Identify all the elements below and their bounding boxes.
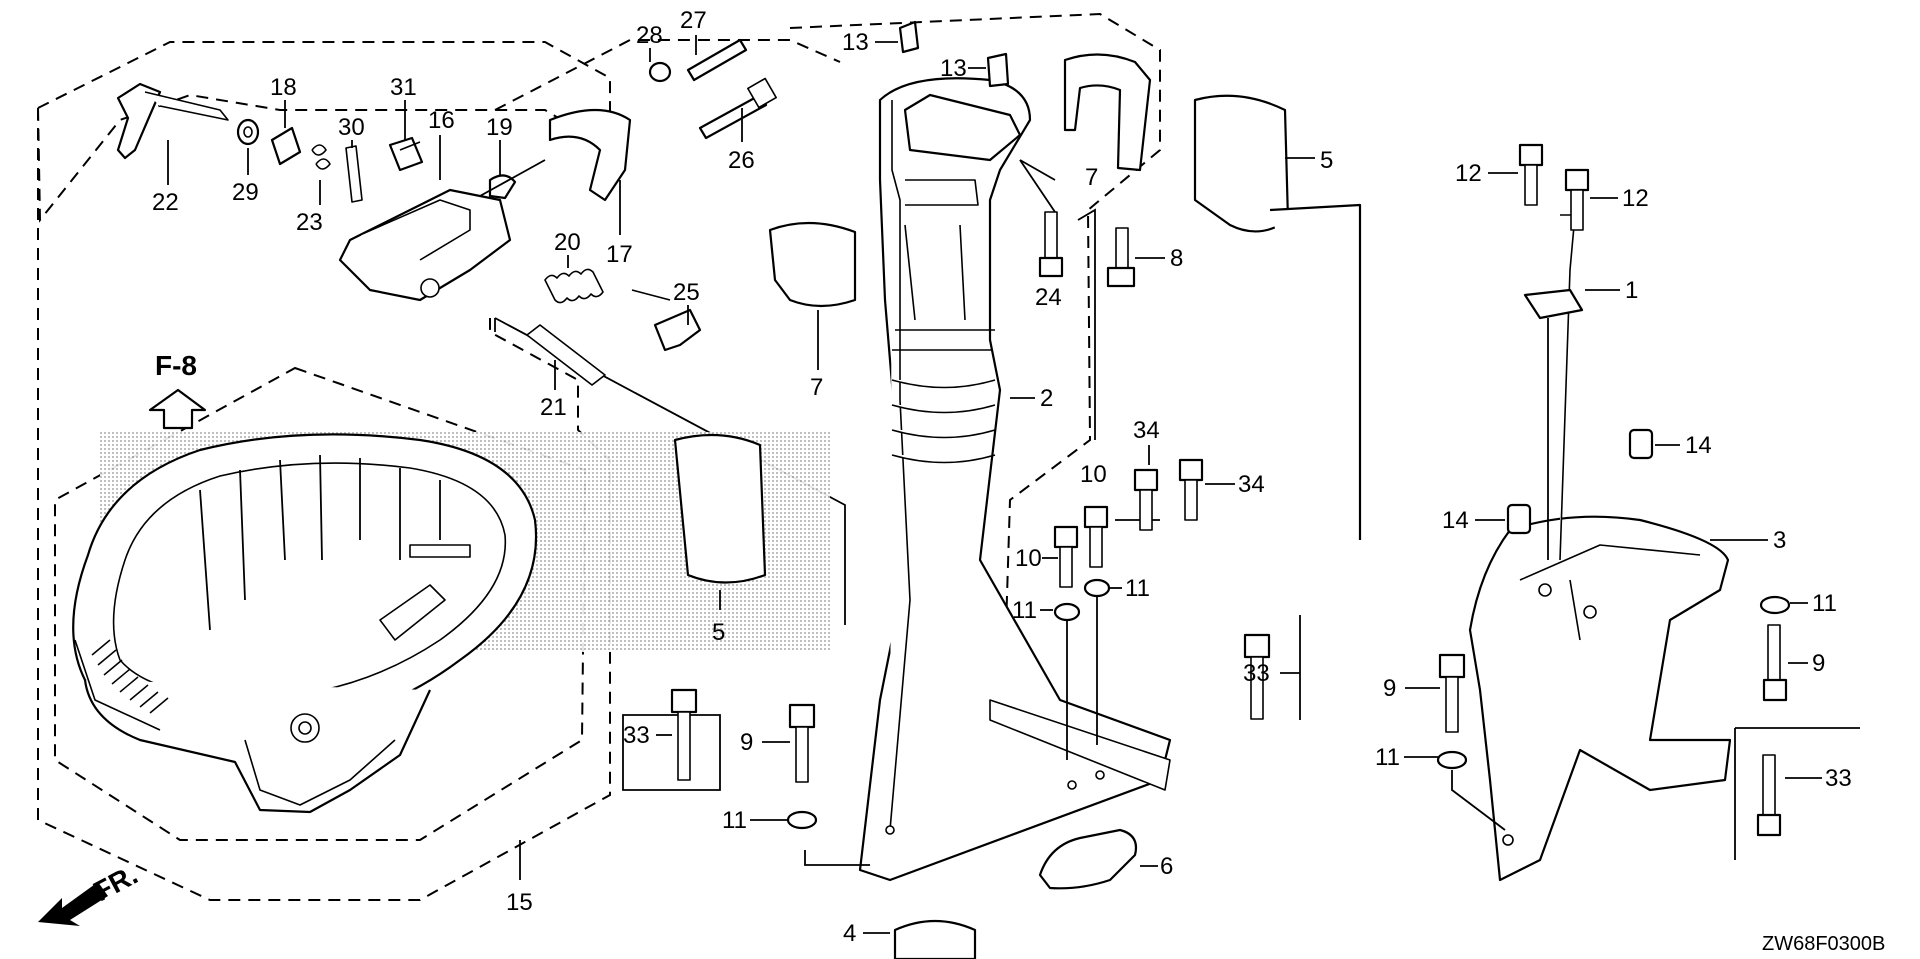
part-4 — [893, 919, 977, 959]
callout-18: 18 — [270, 74, 297, 101]
bolts-10-washers-11 — [1053, 505, 1111, 760]
callout-19: 19 — [486, 114, 513, 141]
section-reference[interactable]: F-8 — [148, 350, 207, 430]
callout-33b: 33 — [1243, 660, 1270, 687]
callout-10b: 10 — [1015, 545, 1042, 572]
callout-14b: 14 — [1442, 507, 1469, 534]
bolt-24 — [1019, 159, 1064, 278]
mount-frame — [1269, 203, 1732, 882]
callout-labels: 1 2 3 4 5 5 6 7 7 8 9 9 9 10 10 11 11 11… — [152, 7, 1885, 955]
callout-11b: 11 — [1012, 597, 1037, 624]
callout-2: 2 — [1040, 385, 1053, 412]
callout-11d: 11 — [1375, 744, 1400, 771]
callout-9b: 9 — [1383, 675, 1396, 702]
callout-21: 21 — [540, 394, 567, 421]
diagram-code: ZW68F0300B — [1762, 933, 1885, 955]
callout-3: 3 — [1773, 527, 1786, 554]
callout-10a: 10 — [1080, 461, 1107, 488]
callout-12b: 12 — [1622, 185, 1649, 212]
callout-13b: 13 — [940, 55, 967, 82]
callout-30: 30 — [338, 114, 365, 141]
section-ref-label[interactable]: F-8 — [155, 350, 197, 381]
direction-arrow-icon — [38, 882, 108, 926]
callout-20: 20 — [554, 229, 581, 256]
callout-22: 22 — [152, 189, 179, 216]
shift-linkage-parts — [116, 38, 777, 386]
undercase-region — [37, 108, 846, 901]
callout-7a: 7 — [1085, 164, 1098, 191]
callout-26: 26 — [728, 147, 755, 174]
callout-33c: 33 — [1825, 765, 1852, 792]
callout-34a: 34 — [1133, 417, 1160, 444]
callout-5b: 5 — [712, 619, 725, 646]
callout-16: 16 — [428, 107, 455, 134]
callout-11a: 11 — [722, 807, 747, 834]
callout-14a: 14 — [1685, 432, 1712, 459]
mount-covers-5 — [673, 94, 1315, 610]
callout-6: 6 — [1160, 853, 1173, 880]
collars-14 — [1506, 428, 1654, 535]
bolts-34 — [1133, 458, 1204, 531]
callout-31: 31 — [390, 74, 417, 101]
callout-9a: 9 — [740, 729, 753, 756]
callout-8: 8 — [1170, 245, 1183, 272]
callout-17: 17 — [606, 241, 633, 268]
callout-1: 1 — [1625, 277, 1638, 304]
callout-9c: 9 — [1812, 650, 1825, 677]
callout-29: 29 — [232, 179, 259, 206]
callout-7b: 7 — [810, 374, 823, 401]
callout-27: 27 — [680, 7, 707, 34]
mount-rubbers-7 — [768, 53, 1152, 308]
callout-13a: 13 — [842, 29, 869, 56]
callout-12a: 12 — [1455, 160, 1482, 187]
callout-28: 28 — [636, 22, 663, 49]
bolts-right-group — [1243, 595, 1860, 860]
callout-4: 4 — [843, 920, 856, 947]
collars-13 — [898, 20, 1010, 88]
callout-11e: 11 — [1812, 590, 1837, 617]
callout-24: 24 — [1035, 284, 1062, 311]
bolts-left-group — [622, 688, 870, 866]
bolt-8 — [1106, 227, 1136, 288]
callout-5a: 5 — [1320, 147, 1333, 174]
callout-11c: 11 — [1125, 575, 1150, 602]
callout-15: 15 — [506, 889, 533, 916]
up-arrow-icon — [148, 388, 207, 430]
callout-33a: 33 — [623, 722, 650, 749]
callout-23: 23 — [296, 209, 323, 236]
bolts-12 — [1518, 143, 1590, 231]
extension-case — [858, 77, 1172, 882]
callout-34b: 34 — [1238, 471, 1265, 498]
pad-6 — [1038, 828, 1138, 890]
front-direction-indicator: FR. — [38, 859, 143, 926]
undercase-pan — [72, 432, 830, 814]
callout-25: 25 — [673, 279, 700, 306]
